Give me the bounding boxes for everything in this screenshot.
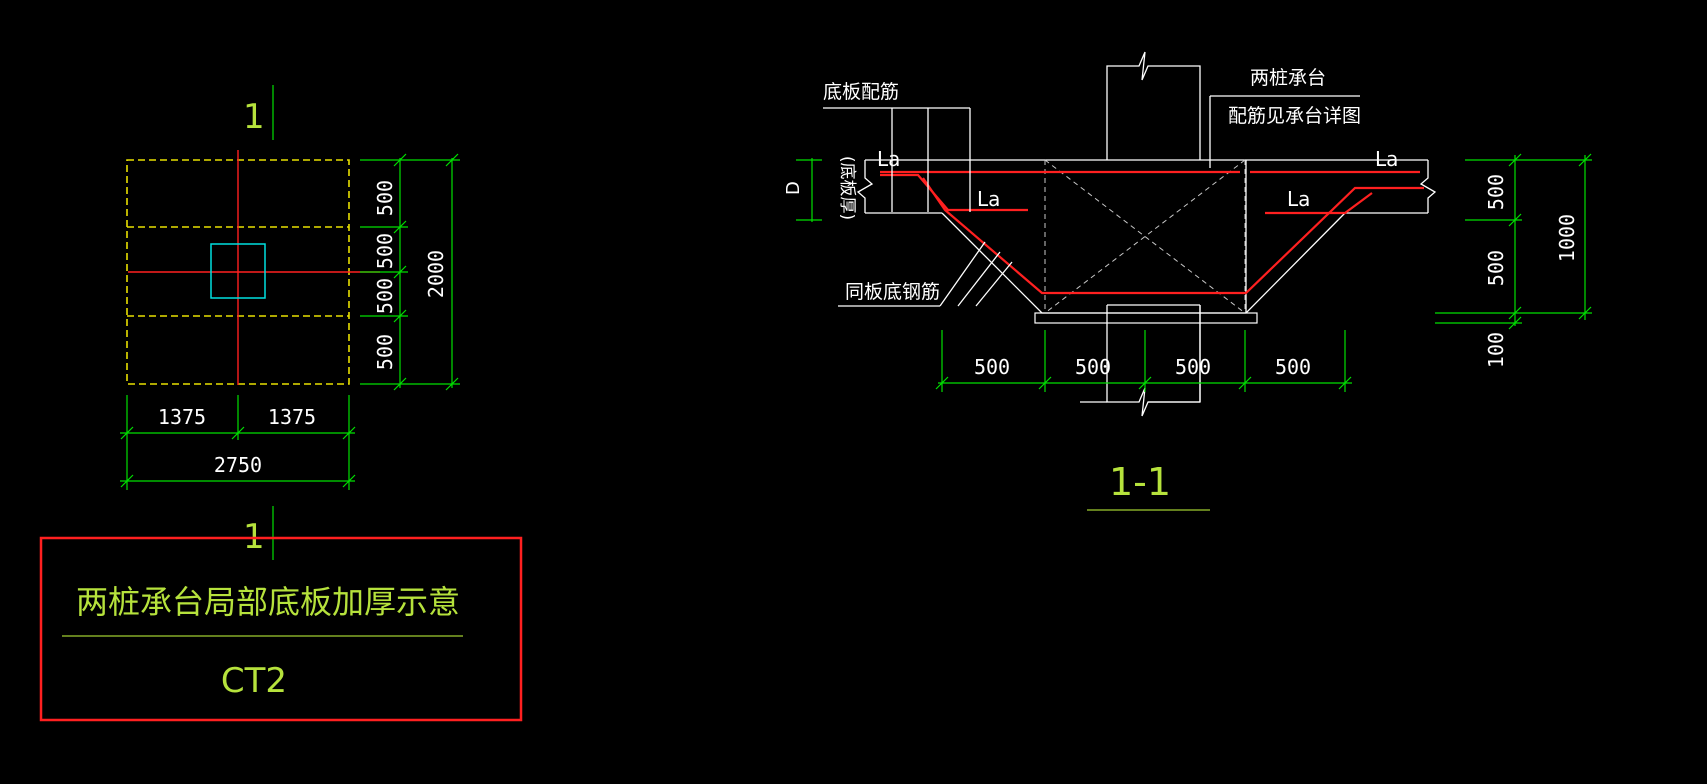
section-dim-bottom-3: 500 — [1175, 355, 1211, 379]
title-block-title: 两桩承台局部底板加厚示意 — [76, 583, 460, 621]
cushion-layer — [1034, 312, 1258, 324]
section-dim-right-1: 500 — [1484, 174, 1508, 210]
label-cap-line1: 两桩承台 — [1250, 67, 1326, 89]
column-outline — [210, 243, 266, 299]
section-title: 1-1 — [1109, 460, 1171, 504]
section-dim-bottom-2: 500 — [1075, 355, 1111, 379]
la-label-2: La — [977, 187, 1000, 211]
rebar-left-hook — [880, 173, 1028, 212]
section-dim-cushion: 100 — [1484, 332, 1508, 368]
dim-bottom-total: 2750 — [214, 453, 262, 477]
label-same-rebar: 同板底钢筋 — [845, 281, 940, 303]
dim-right-4: 500 — [373, 334, 397, 370]
title-frame — [39, 536, 523, 722]
section-dim-right-2: 500 — [1484, 250, 1508, 286]
rebar-right-hook — [1265, 192, 1373, 215]
section-dim-bottom-4: 500 — [1275, 355, 1311, 379]
label-bottom-rebar: 底板配筋 — [823, 81, 899, 103]
dim-right-3: 500 — [373, 278, 397, 314]
la-label-1: La — [877, 147, 900, 171]
dim-ticks-right — [360, 153, 460, 391]
section-mark-top: 1 — [243, 97, 265, 137]
section-dim-bottom-1: 500 — [974, 355, 1010, 379]
column-above — [1106, 51, 1201, 160]
break-mark-right — [1419, 160, 1437, 213]
plan-view: 1 1 500 500 500 — [120, 85, 460, 560]
break-mark-left — [856, 160, 874, 213]
cap-outline-section — [941, 212, 1346, 314]
title-block: 两桩承台局部底板加厚示意 CT2 — [39, 536, 523, 722]
dim-bottom-2: 1375 — [268, 405, 316, 429]
la-label-3: La — [1287, 187, 1310, 211]
title-block-code: CT2 — [221, 661, 287, 701]
rebar-bottom — [922, 177, 1424, 295]
section-dim-ticks-bottom — [935, 330, 1352, 392]
label-slab-thickness: (底板厚) — [837, 156, 857, 220]
dim-right-2: 500 — [373, 233, 397, 269]
label-D: D — [783, 181, 804, 195]
label-cap-line2: 配筋见承台详图 — [1228, 105, 1361, 127]
dim-right-1: 500 — [373, 180, 397, 216]
dim-right-total: 2000 — [424, 250, 448, 298]
section-dim-ticks-right — [1435, 153, 1592, 330]
la-label-4: La — [1375, 147, 1398, 171]
section-view: 底板配筋 两桩承台 配筋见承台详图 同板底钢筋 D (底板厚) La La La… — [783, 51, 1592, 511]
dim-ticks-bottom — [120, 395, 356, 490]
section-dim-right-total: 1000 — [1555, 214, 1579, 262]
dim-bottom-1: 1375 — [158, 405, 206, 429]
cap-hidden-lines — [1044, 159, 1246, 314]
